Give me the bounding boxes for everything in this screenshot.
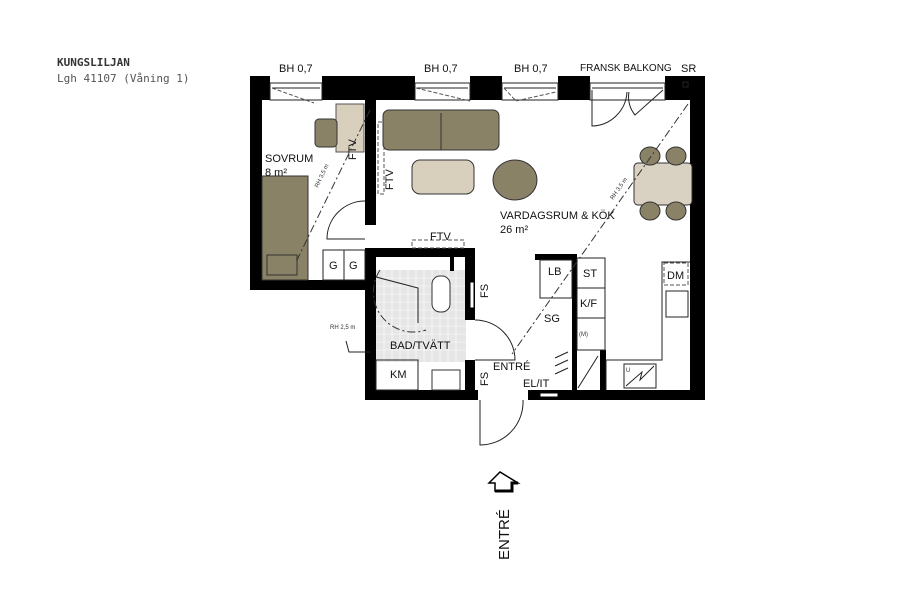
wardrobe-2 (343, 249, 366, 281)
rh-bath-leader (345, 340, 370, 353)
toilet (431, 275, 451, 313)
bath-floor-tile (376, 270, 466, 362)
hob (665, 290, 689, 318)
m-label: (M) (579, 332, 588, 338)
windows (269, 81, 689, 127)
fs-upper-label: FS (479, 284, 491, 298)
st-label: ST (583, 268, 597, 280)
armchair (492, 159, 538, 201)
sg-label: SG (544, 313, 560, 325)
km-label: KM (390, 369, 407, 381)
rh-living: RH 3,5 m (610, 177, 629, 201)
shower-swing (372, 269, 427, 333)
tile-grid (376, 270, 466, 362)
ftv-hall-box (411, 239, 465, 249)
sink (431, 369, 461, 391)
u-symbol (625, 365, 655, 387)
desk (335, 103, 365, 153)
wardrobe-label-2: G (349, 260, 358, 272)
kitchen-counter (605, 261, 690, 390)
kf-label: K/F (580, 298, 597, 310)
project-name: KUNGSLILJAN (57, 56, 130, 69)
ftv-living-box (377, 121, 385, 195)
entrance-arrow-shadow (495, 481, 518, 493)
desk-chair (314, 118, 338, 148)
window-label-balcony: FRANSK BALKONG (580, 63, 672, 74)
stair-marks (554, 351, 599, 389)
living-name: VARDAGSRUM & KÖK (500, 210, 615, 222)
sr-label: SR (681, 63, 696, 75)
dm-label: DM (667, 270, 684, 282)
dishwasher (663, 262, 689, 286)
ftv-hall: FTV (430, 231, 451, 243)
lb-label: LB (548, 266, 561, 278)
bath-name: BAD/TVÄTT (390, 340, 451, 352)
ftv-bedroom: FTV (347, 139, 359, 160)
apartment-label: Lgh 41107 (Våning 1) (57, 72, 190, 85)
bath-door (474, 319, 516, 361)
entrance-label: ENTRÉ (496, 509, 513, 560)
threshold (539, 392, 559, 398)
elit-label: EL/IT (523, 378, 550, 390)
dining-chairs (639, 146, 687, 221)
u-label: U (626, 368, 630, 374)
washer (375, 359, 419, 391)
rh-line-bedroom (295, 109, 371, 263)
wardrobe-label-1: G (329, 260, 338, 272)
bedroom-door (326, 200, 366, 240)
fs-upper (469, 281, 475, 309)
shower-screen (375, 276, 419, 323)
ftv-living: FTV (384, 169, 396, 190)
entry-name: ENTRÉ (493, 360, 530, 373)
window-label-living-2: BH 0,7 (514, 63, 548, 75)
bed-pillow (266, 254, 298, 276)
coffee-table (411, 159, 475, 195)
living-area: 26 m² (500, 224, 528, 236)
entrance-door (479, 399, 524, 446)
rh-line-living (511, 103, 689, 355)
bedroom-area: 8 m² (265, 167, 287, 179)
dining-table (633, 162, 693, 206)
rh-bedroom: RH 3,5 m (314, 163, 330, 189)
lb-cabinet (539, 259, 573, 299)
fs-lower-label: FS (479, 372, 491, 386)
u-unit (623, 363, 657, 389)
walls (250, 76, 705, 400)
window-label-living-1: BH 0,7 (424, 63, 458, 75)
bedroom-name: SOVRUM (265, 153, 313, 165)
rh-bath: RH 2,5 m (330, 325, 355, 331)
window-swings (271, 87, 557, 104)
bed (261, 175, 309, 281)
m-cabinet (576, 317, 606, 351)
window-label-bedroom: BH 0,7 (279, 63, 313, 75)
